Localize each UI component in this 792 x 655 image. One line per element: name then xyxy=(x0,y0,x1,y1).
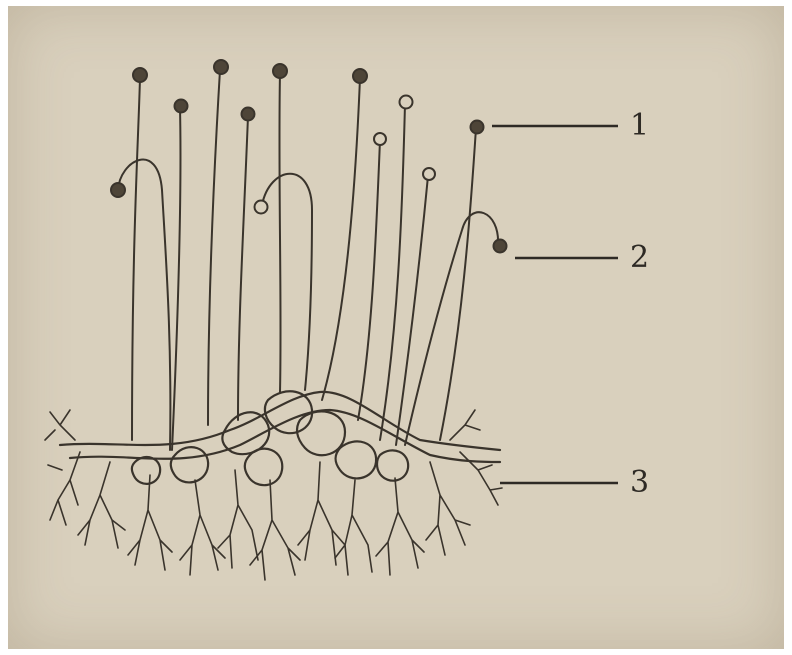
stolon-hyphae xyxy=(60,391,500,485)
sporangiophores xyxy=(118,70,498,450)
rhizoids xyxy=(45,410,502,580)
leader-lines xyxy=(492,126,618,483)
label-3: 3 xyxy=(630,468,649,498)
label-2: 2 xyxy=(630,243,649,273)
sporangia xyxy=(111,60,507,253)
label-1: 1 xyxy=(630,111,649,141)
